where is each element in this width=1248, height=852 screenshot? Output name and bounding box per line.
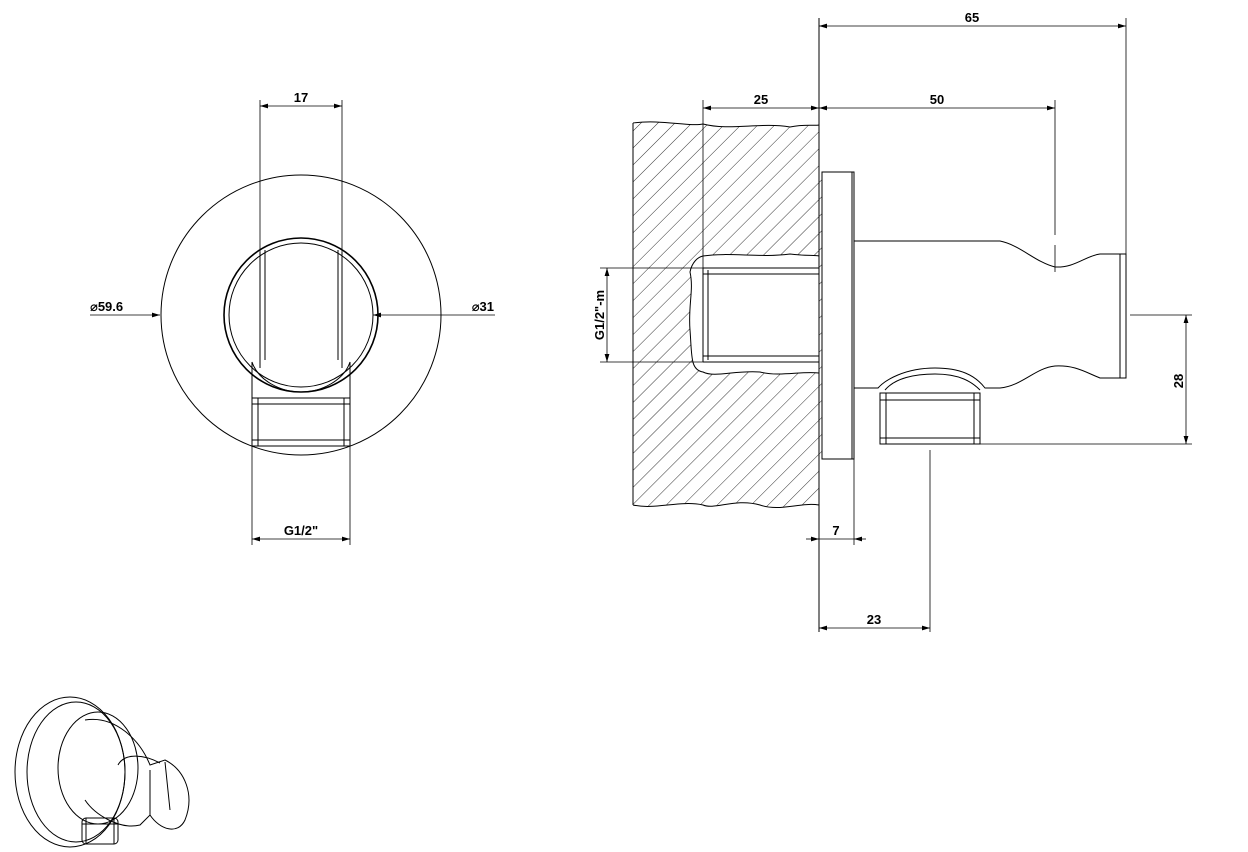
flange xyxy=(821,171,855,460)
front-view: 17 ⌀59.6 ⌀31 G1/2" xyxy=(90,90,495,545)
dim-31-label: ⌀31 xyxy=(472,299,494,314)
wall-bore xyxy=(689,253,820,375)
outlet-thread-side xyxy=(879,392,981,445)
outlet-thread xyxy=(251,397,351,447)
slot-outline xyxy=(259,250,343,368)
isometric-view xyxy=(14,696,190,848)
holder-inner-circle xyxy=(228,242,374,388)
dim-50-label: 50 xyxy=(930,92,944,107)
dim-7-label: 7 xyxy=(832,523,839,538)
holder-body xyxy=(853,240,1127,389)
wall-section-outline xyxy=(632,121,820,509)
dim-25-label: 25 xyxy=(754,92,768,107)
inlet-thread xyxy=(702,267,819,363)
dim-17-label: 17 xyxy=(294,90,308,105)
dim-65-label: 65 xyxy=(965,10,979,25)
holder-outer-circle xyxy=(223,237,379,393)
dim-59-6-label: ⌀59.6 xyxy=(90,299,123,314)
side-view: 65 25 50 G1/2"-m 28 7 23 xyxy=(592,10,1192,632)
dim-g12m-label: G1/2"-m xyxy=(592,290,607,340)
dim-28-label: 28 xyxy=(1171,374,1186,388)
dim-23-label: 23 xyxy=(867,612,881,627)
outlet-body xyxy=(251,361,351,399)
dim-g12-label: G1/2" xyxy=(284,523,318,538)
